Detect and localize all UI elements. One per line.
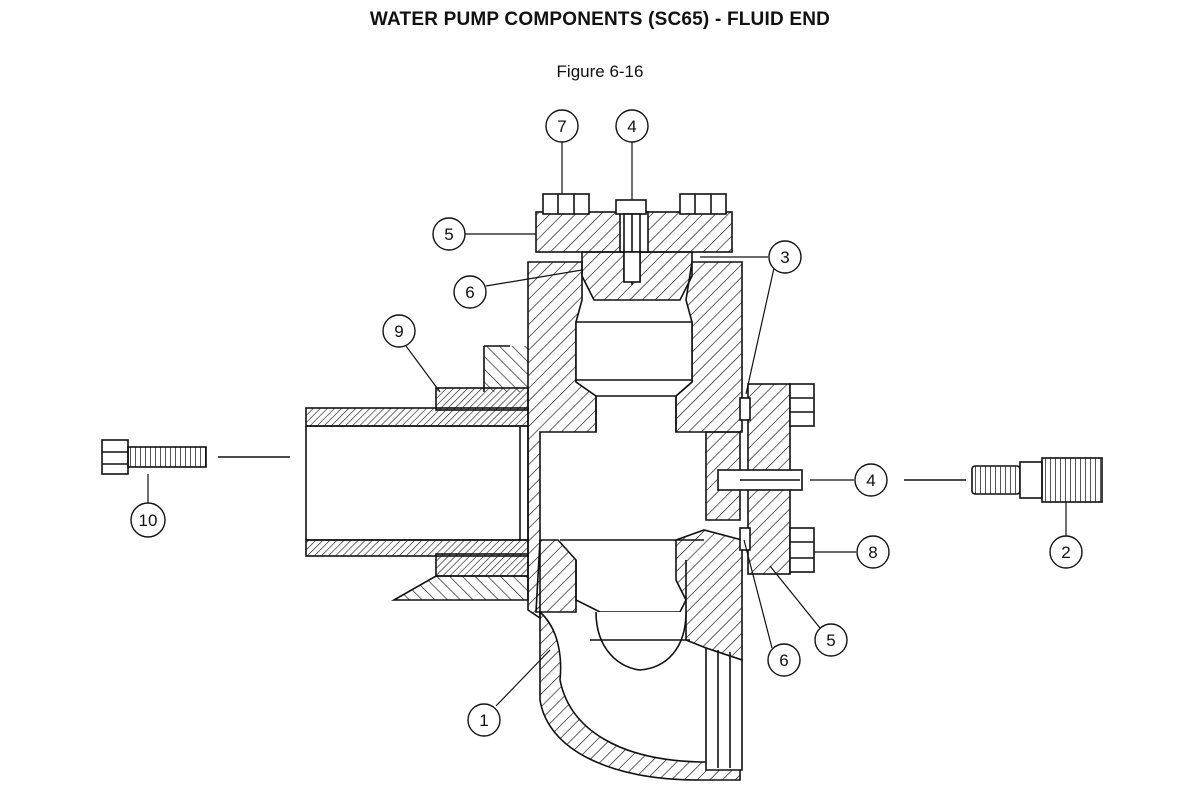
top-bolt-heads (542, 193, 727, 215)
callout-10: 10 (130, 502, 166, 538)
callout-6-bottom: 6 (767, 643, 801, 677)
callout-2-label: 2 (1061, 543, 1070, 562)
inner-chamber (560, 321, 704, 671)
right-cover-plate (705, 383, 815, 575)
callout-5-top: 5 (432, 217, 466, 251)
callout-5-bottom-label: 5 (826, 631, 835, 650)
pump-housing (527, 261, 743, 781)
intake-tube (305, 345, 529, 601)
figure-caption: Figure 6-16 (556, 62, 644, 81)
callout-2: 2 (1049, 535, 1083, 569)
page-title: WATER PUMP COMPONENTS (SC65) - FLUID END (369, 9, 831, 30)
callout-8-label: 8 (868, 543, 877, 562)
callout-9-label: 9 (394, 322, 403, 341)
callout-8: 8 (856, 535, 890, 569)
callout-3-label: 3 (780, 248, 789, 267)
part-2-screw (904, 457, 1103, 503)
callout-4-right-label: 4 (866, 471, 875, 490)
bolt-10 (101, 439, 290, 475)
callout-5-bottom: 5 (814, 623, 848, 657)
callout-7-label: 7 (557, 117, 566, 136)
callout-6-bottom-label: 6 (779, 651, 788, 670)
callout-1: 1 (467, 703, 501, 737)
callout-10-label: 10 (139, 511, 158, 530)
callout-4-top-label: 4 (627, 117, 636, 136)
callout-6-top-label: 6 (465, 283, 474, 302)
callout-5-top-label: 5 (444, 225, 453, 244)
callout-4-top: 4 (615, 109, 649, 143)
top-valve-cap (581, 251, 693, 301)
callout-4-right: 4 (854, 463, 888, 497)
callout-9: 9 (382, 314, 416, 348)
callout-7: 7 (545, 109, 579, 143)
leader-lines (147, 142, 1067, 707)
callout-1-label: 1 (479, 711, 488, 730)
callout-6-top: 6 (453, 275, 487, 309)
callout-3: 3 (768, 240, 802, 274)
